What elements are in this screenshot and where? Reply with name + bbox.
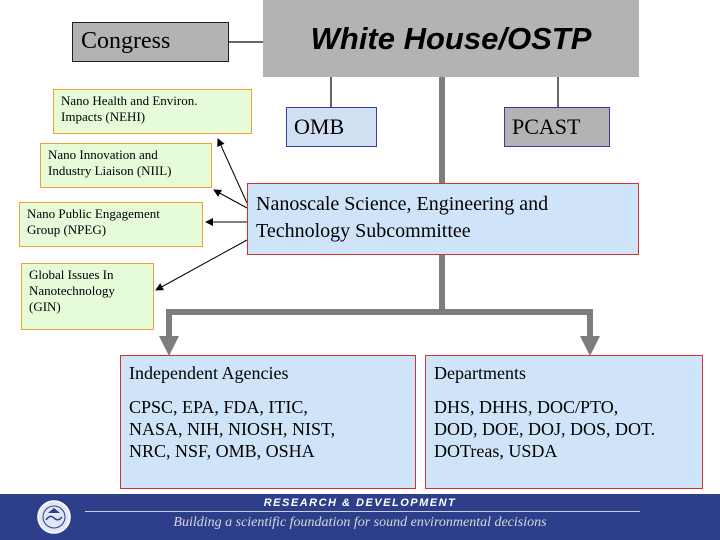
nehi-line-2: Impacts (NEHI): [61, 109, 146, 124]
left-arrowhead-icon: [159, 336, 179, 356]
arrow-to-niil: [213, 189, 248, 209]
niil-line-2: Industry Liaison (NIIL): [48, 163, 172, 178]
footer-tagline: Building a scientific foundation for sou…: [173, 515, 547, 530]
footer-heading: RESEARCH & DEVELOPMENT: [263, 497, 457, 509]
independent-agencies-line: NASA, NIH, NIOSH, NIST,: [129, 419, 336, 439]
gin-line-1: Global Issues In: [29, 267, 114, 282]
nset-line-1: Nanoscale Science, Engineering and: [256, 193, 549, 215]
right-arrowhead-icon: [580, 336, 600, 356]
white-house-label: White House/OSTP: [310, 21, 592, 56]
arrow-to-gin: [155, 239, 248, 291]
omb-box: OMB: [286, 107, 377, 147]
nehi-line-1: Nano Health and Environ.: [61, 93, 198, 108]
gin-line-3: (GIN): [29, 299, 61, 314]
independent-agencies-line: CPSC, EPA, FDA, ITIC,: [129, 397, 308, 417]
npeg-line-2: Group (NPEG): [27, 222, 107, 237]
nset-line-2: Technology Subcommittee: [256, 220, 471, 242]
omb-label: OMB: [294, 114, 345, 139]
departments-line: DOD, DOE, DOJ, DOS, DOT.: [434, 419, 656, 439]
gin-box: Global Issues In Nanotechnology (GIN): [21, 263, 154, 330]
departments-box: Departments DHS, DHHS, DOC/PTO, DOD, DOE…: [425, 355, 703, 489]
departments-title: Departments: [434, 363, 526, 383]
pcast-label: PCAST: [512, 114, 581, 139]
nehi-box: Nano Health and Environ. Impacts (NEHI): [53, 89, 252, 134]
departments-line: DHS, DHHS, DOC/PTO,: [434, 397, 619, 417]
independent-agencies-title: Independent Agencies: [129, 363, 289, 383]
arrow-to-nehi: [217, 138, 248, 204]
niil-line-1: Nano Innovation and: [48, 147, 158, 162]
nset-subcommittee-box: Nanoscale Science, Engineering and Techn…: [247, 183, 639, 255]
footer-banner: RESEARCH & DEVELOPMENT Building a scient…: [0, 494, 720, 540]
white-house-box: White House/OSTP: [263, 0, 639, 77]
footer-divider: [85, 511, 640, 512]
departments-line: DOTreas, USDA: [434, 441, 558, 461]
epa-seal-icon: [37, 500, 71, 534]
gin-line-2: Nanotechnology: [29, 283, 115, 298]
independent-agencies-line: NRC, NSF, OMB, OSHA: [129, 441, 315, 461]
pcast-box: PCAST: [504, 107, 610, 147]
congress-box: Congress: [72, 22, 229, 62]
niil-box: Nano Innovation and Industry Liaison (NI…: [40, 143, 212, 188]
independent-agencies-box: Independent Agencies CPSC, EPA, FDA, ITI…: [120, 355, 416, 489]
npeg-line-1: Nano Public Engagement: [27, 206, 160, 221]
npeg-box: Nano Public Engagement Group (NPEG): [19, 202, 203, 247]
connector-lines: [155, 41, 600, 356]
congress-label: Congress: [81, 28, 171, 54]
